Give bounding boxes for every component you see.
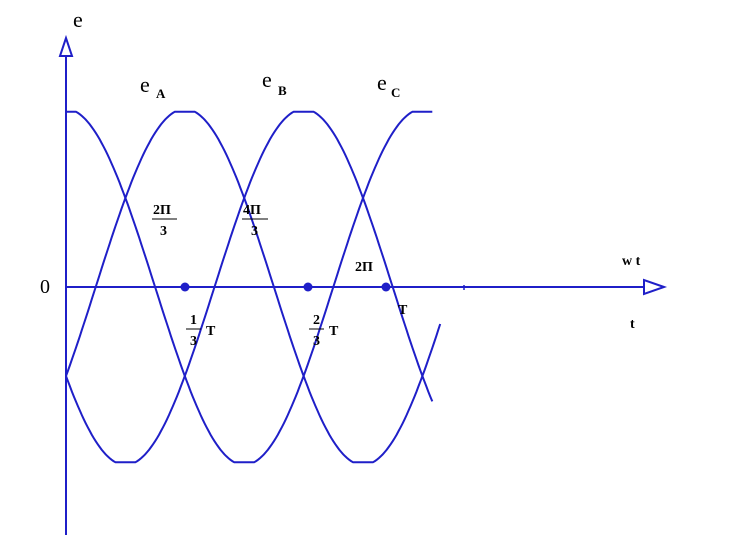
point-one-third-t	[180, 282, 190, 292]
curve-label-b-sub: B	[278, 83, 287, 98]
x-axis-label-t: t	[630, 317, 635, 332]
origin-label: 0	[40, 276, 50, 298]
fraction-2pi-3-den: 3	[160, 224, 167, 239]
fraction-2-3-suffix: T	[329, 324, 339, 339]
point-t	[381, 282, 391, 292]
fraction-1-3-den: 3	[190, 334, 197, 349]
fraction-2pi-3-num: 2Π	[153, 203, 171, 218]
x-axis-label-wt: w t	[622, 254, 641, 269]
x-axis-arrow	[643, 278, 668, 296]
curve-label-c-sub: C	[391, 85, 400, 100]
curve-e-a	[66, 110, 433, 464]
label-2pi: 2Π	[355, 260, 373, 275]
fraction-1-3-num: 1	[190, 313, 197, 328]
label-period-t: T	[398, 303, 408, 318]
fraction-4pi-3-num: 4Π	[243, 203, 261, 218]
curve-label-c-main: e	[377, 70, 387, 95]
y-axis-label: e	[73, 7, 83, 32]
y-axis-arrow	[58, 34, 74, 57]
fraction-1-3-suffix: T	[206, 324, 216, 339]
curve-label-a-sub: A	[156, 86, 166, 101]
curve-label-a-main: e	[140, 72, 150, 97]
curve-e-c	[65, 110, 434, 464]
curve-e-b	[65, 110, 442, 464]
point-two-thirds-t	[303, 282, 313, 292]
curve-label-b-main: e	[262, 67, 272, 92]
fraction-2-3-num: 2	[313, 313, 320, 328]
fraction-4pi-3-den: 3	[251, 224, 258, 239]
fraction-2-3-den: 3	[313, 334, 320, 349]
